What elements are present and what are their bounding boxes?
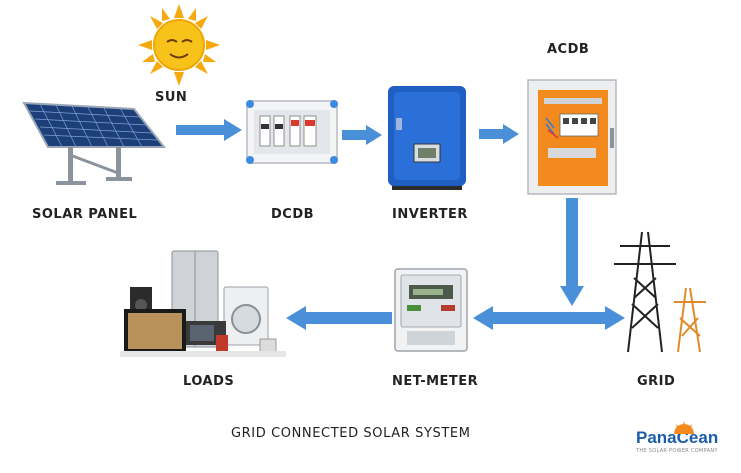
acdb-label: ACDB — [547, 42, 590, 57]
solar-panel-label: SOLAR PANEL — [32, 207, 138, 222]
dcdb-image — [244, 98, 340, 166]
logo-tagline: THE SOLAR POWER COMPANY — [636, 448, 718, 454]
net-meter-label: NET-METER — [392, 374, 479, 389]
net-meter-image — [393, 267, 469, 353]
sun-label: SUN — [155, 90, 188, 105]
inverter-label: INVERTER — [392, 207, 468, 222]
acdb-image — [526, 78, 618, 196]
arrow-netmeter-to-loads — [286, 306, 392, 330]
inverter-image — [384, 84, 470, 192]
arrow-solar-to-dcdb — [176, 119, 242, 141]
loads-appliances-image — [120, 247, 286, 365]
logo-name: PanaCean — [636, 428, 719, 447]
arrow-inverter-to-acdb — [479, 124, 519, 144]
arrow-grid-netmeter-bidirectional — [473, 306, 625, 330]
grid-tower-image — [606, 228, 716, 356]
diagram-caption: GRID CONNECTED SOLAR SYSTEM — [231, 426, 471, 441]
dcdb-label: DCDB — [271, 207, 315, 222]
solar-panel-image — [16, 95, 166, 190]
sun-icon — [138, 4, 220, 86]
grid-label: GRID — [637, 374, 676, 389]
panacean-logo: PanaCean THE SOLAR POWER COMPANY — [636, 422, 719, 454]
arrow-acdb-down — [560, 198, 584, 306]
arrow-dcdb-to-inverter — [342, 125, 382, 145]
loads-label: LOADS — [183, 374, 235, 389]
